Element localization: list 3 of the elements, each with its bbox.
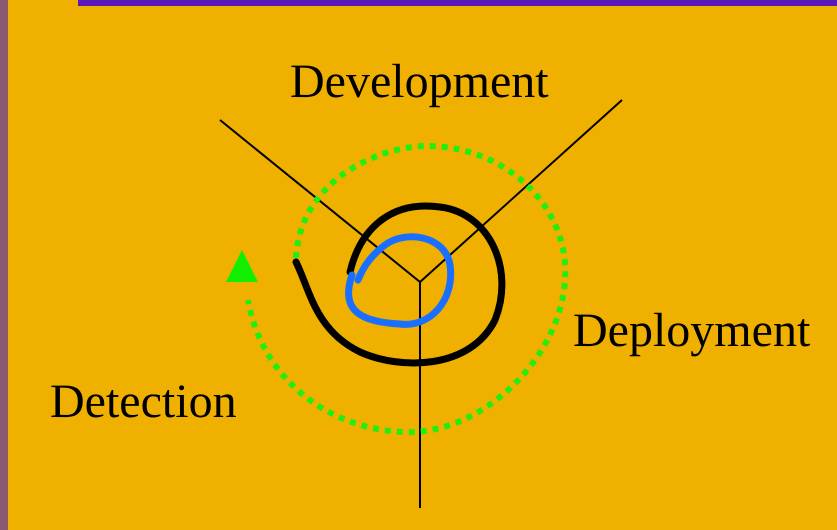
stage-label: Deployment	[573, 307, 810, 355]
stage-label: Detection	[50, 378, 237, 426]
stage-label: Development	[290, 58, 549, 106]
